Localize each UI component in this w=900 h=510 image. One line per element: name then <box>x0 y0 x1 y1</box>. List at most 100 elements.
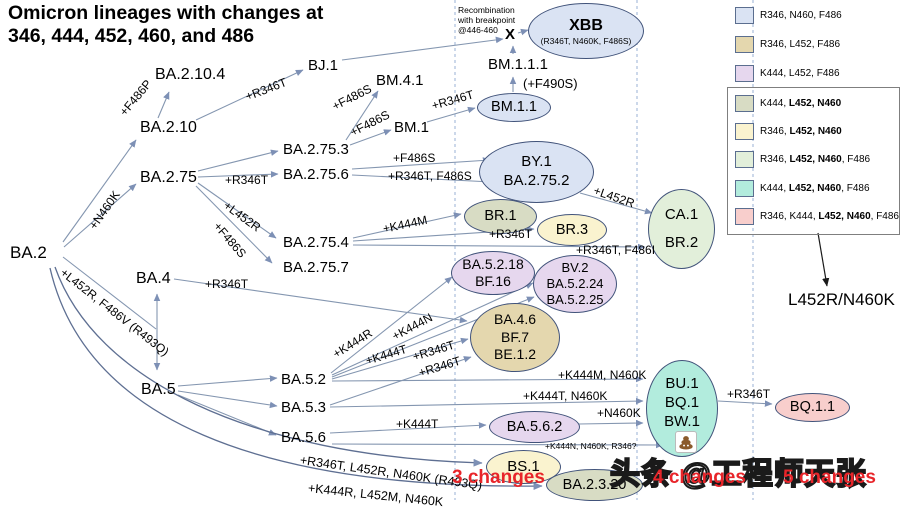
poop-emoji <box>675 431 697 453</box>
legend-item-2: R346, L452, F486 <box>735 36 840 53</box>
legend-label-3: K444, L452, F486 <box>760 68 840 79</box>
ba4-6-label: BA.4.6 <box>493 311 537 328</box>
node-bv2-group: BV.2 BA.5.2.24 BA.5.2.25 <box>533 255 617 313</box>
be1-2-label: BE.1.2 <box>493 346 537 363</box>
node-bj1: BJ.1 <box>308 57 339 74</box>
br3-label: BR.3 <box>555 221 589 238</box>
node-ba5: BA.5 <box>141 381 176 398</box>
legend-label-2: R346, L452, F486 <box>760 39 840 50</box>
diagram-title: Omicron lineages with changes at 346, 44… <box>8 2 323 49</box>
watermark-toutiao: 头条 @工程师天张 <box>609 457 867 492</box>
legend-label-8: R346, K444, L452, N460, F486 <box>760 211 899 222</box>
legend-label-1: R346, N460, F486 <box>760 10 842 21</box>
node-xbb: XBB (R346T, N460K, F486S) <box>528 3 644 59</box>
node-bm1: BM.1 <box>394 119 430 136</box>
recombination-x-symbol: X <box>505 26 516 43</box>
legend-swatch-teal <box>735 180 754 197</box>
legend-label-6: R346, L452, N460, F486 <box>760 154 870 165</box>
edge-label-k444n-n460k-r346: +K444N, N460K, R346? <box>545 441 637 451</box>
node-ba2-75: BA.2.75 <box>140 169 197 186</box>
node-ba2: BA.2 <box>10 243 47 262</box>
bf16-label: BF.16 <box>475 273 511 289</box>
node-bm1-1: BM.1.1 <box>477 93 551 122</box>
legend-4-pre: K444, <box>760 98 789 109</box>
node-ba2-10-4: BA.2.10.4 <box>155 66 226 83</box>
legend-6-post: , F486 <box>841 154 871 165</box>
edge-label-k444t-n460k: +K444T, N460K <box>523 389 608 403</box>
node-ba2-75-7: BA.2.75.7 <box>283 259 349 276</box>
edge-label-r346t-bq11: +R346T <box>727 387 771 401</box>
edge-label-r346t-ba46: +R346T <box>205 277 249 291</box>
node-ba4-6-group: BA.4.6 BF.7 BE.1.2 <box>470 303 560 372</box>
legend-swatch-olive <box>735 95 754 112</box>
legend-swatch-pink <box>735 208 754 225</box>
node-ba2-75-4: BA.2.75.4 <box>283 234 349 251</box>
zone-label-5-changes: 5 changes <box>783 467 876 488</box>
legend-label-7: K444, L452, N460, F486 <box>760 183 870 194</box>
legend-7-post: , F486 <box>841 183 870 194</box>
legend-arrow-label: L452R/N460K <box>788 290 895 309</box>
xbb-mutations: (R346T, N460K, F486S) <box>540 35 632 46</box>
ba5-2-24-label: BA.5.2.24 <box>546 275 604 291</box>
zone-label-3-changes: 3 changes <box>452 467 545 488</box>
by1-label: BY.1 <box>521 153 552 171</box>
node-ba5-2-18-bf16: BA.5.2.18 BF.16 <box>451 251 535 295</box>
node-bu1-group: BU.1 BQ.1 BW.1 <box>646 360 718 457</box>
legend-swatch-green <box>735 151 754 168</box>
legend-pointer-arrow <box>817 232 830 287</box>
recomb-line1: Recombination <box>458 5 515 15</box>
edge-label-f490s: (+F490S) <box>523 76 578 91</box>
legend-item-3: K444, L452, F486 <box>735 65 840 82</box>
legend-swatch-lavender <box>735 65 754 82</box>
node-ba5-2: BA.5.2 <box>281 371 327 388</box>
legend-5-pre: R346, <box>760 126 790 137</box>
recomb-line3: @446-460 <box>458 25 498 36</box>
edge-label-r346t-br3: +R346T <box>489 227 533 241</box>
ba5-2-18-label: BA.5.2.18 <box>462 255 524 272</box>
legend-7-pre: K444, <box>760 183 789 194</box>
xbb-label: XBB <box>569 16 603 34</box>
node-br1: BR.1 <box>464 199 537 234</box>
legend-3-pre: K444, L452, F486 <box>760 68 840 79</box>
legend-4-bold: L452, N460 <box>788 98 842 109</box>
zone-separator-dashed-lines <box>454 0 754 500</box>
ca1-label: CA.1 <box>664 205 699 223</box>
legend-item-4: K444, L452, N460 <box>735 95 841 112</box>
poop-emoji-icon <box>679 436 693 450</box>
ba5-2-25-label: BA.5.2.25 <box>546 292 604 308</box>
node-ba5-6: BA.5.6 <box>281 429 327 446</box>
bv2-label: BV.2 <box>561 259 589 275</box>
node-by1-ba2-75-2: BY.1 BA.2.75.2 <box>479 141 594 203</box>
node-ba4: BA.4 <box>136 270 171 287</box>
lineage-edges <box>62 28 773 449</box>
legend-2-pre: R346, L452, F486 <box>760 39 841 50</box>
legend-8-bold: L452, N460 <box>818 211 871 222</box>
node-ba2-3-20: BA.2.3.20 <box>546 469 643 501</box>
node-ca1-br2: CA.1 BR.2 <box>648 189 715 269</box>
legend-swatch-tan <box>735 36 754 53</box>
long-curved-edges <box>49 266 543 490</box>
node-br3: BR.3 <box>537 214 607 246</box>
zone-label-4-changes: 4 changes <box>653 467 746 488</box>
edge-label-r346t-f486s: +R346T, F486S <box>388 169 472 183</box>
edge-label-n460k-bw1: +N460K <box>597 406 641 420</box>
ba5-6-2-label: BA.5.6.2 <box>506 418 563 435</box>
legend-item-7: K444, L452, N460, F486 <box>735 180 870 197</box>
node-ba2-75-6: BA.2.75.6 <box>283 166 349 183</box>
bq1-1-label: BQ.1.1 <box>789 399 836 416</box>
bw1-label: BW.1 <box>664 412 700 430</box>
legend-item-8: R346, K444, L452, N460, F486 <box>735 208 899 225</box>
legend-8-post: , F486 <box>870 211 899 222</box>
node-ba5-3: BA.5.3 <box>281 399 327 416</box>
node-bq1-1: BQ.1.1 <box>775 393 850 422</box>
edge-label-f486s-by1: +F486S <box>393 151 436 165</box>
bf7-label: BF.7 <box>500 328 529 345</box>
edge-label-r346t-f486i: +R346T, F486I <box>576 243 656 257</box>
legend-item-1: R346, N460, F486 <box>735 7 842 24</box>
edge-label-r346t-ba2756: +R346T <box>225 173 269 187</box>
ba2-75-2-label: BA.2.75.2 <box>503 172 570 189</box>
title-line-1: Omicron lineages with changes at <box>8 2 324 24</box>
legend-5-bold: L452, N460 <box>789 126 842 137</box>
ba2-3-20-label: BA.2.3.20 <box>562 476 627 493</box>
